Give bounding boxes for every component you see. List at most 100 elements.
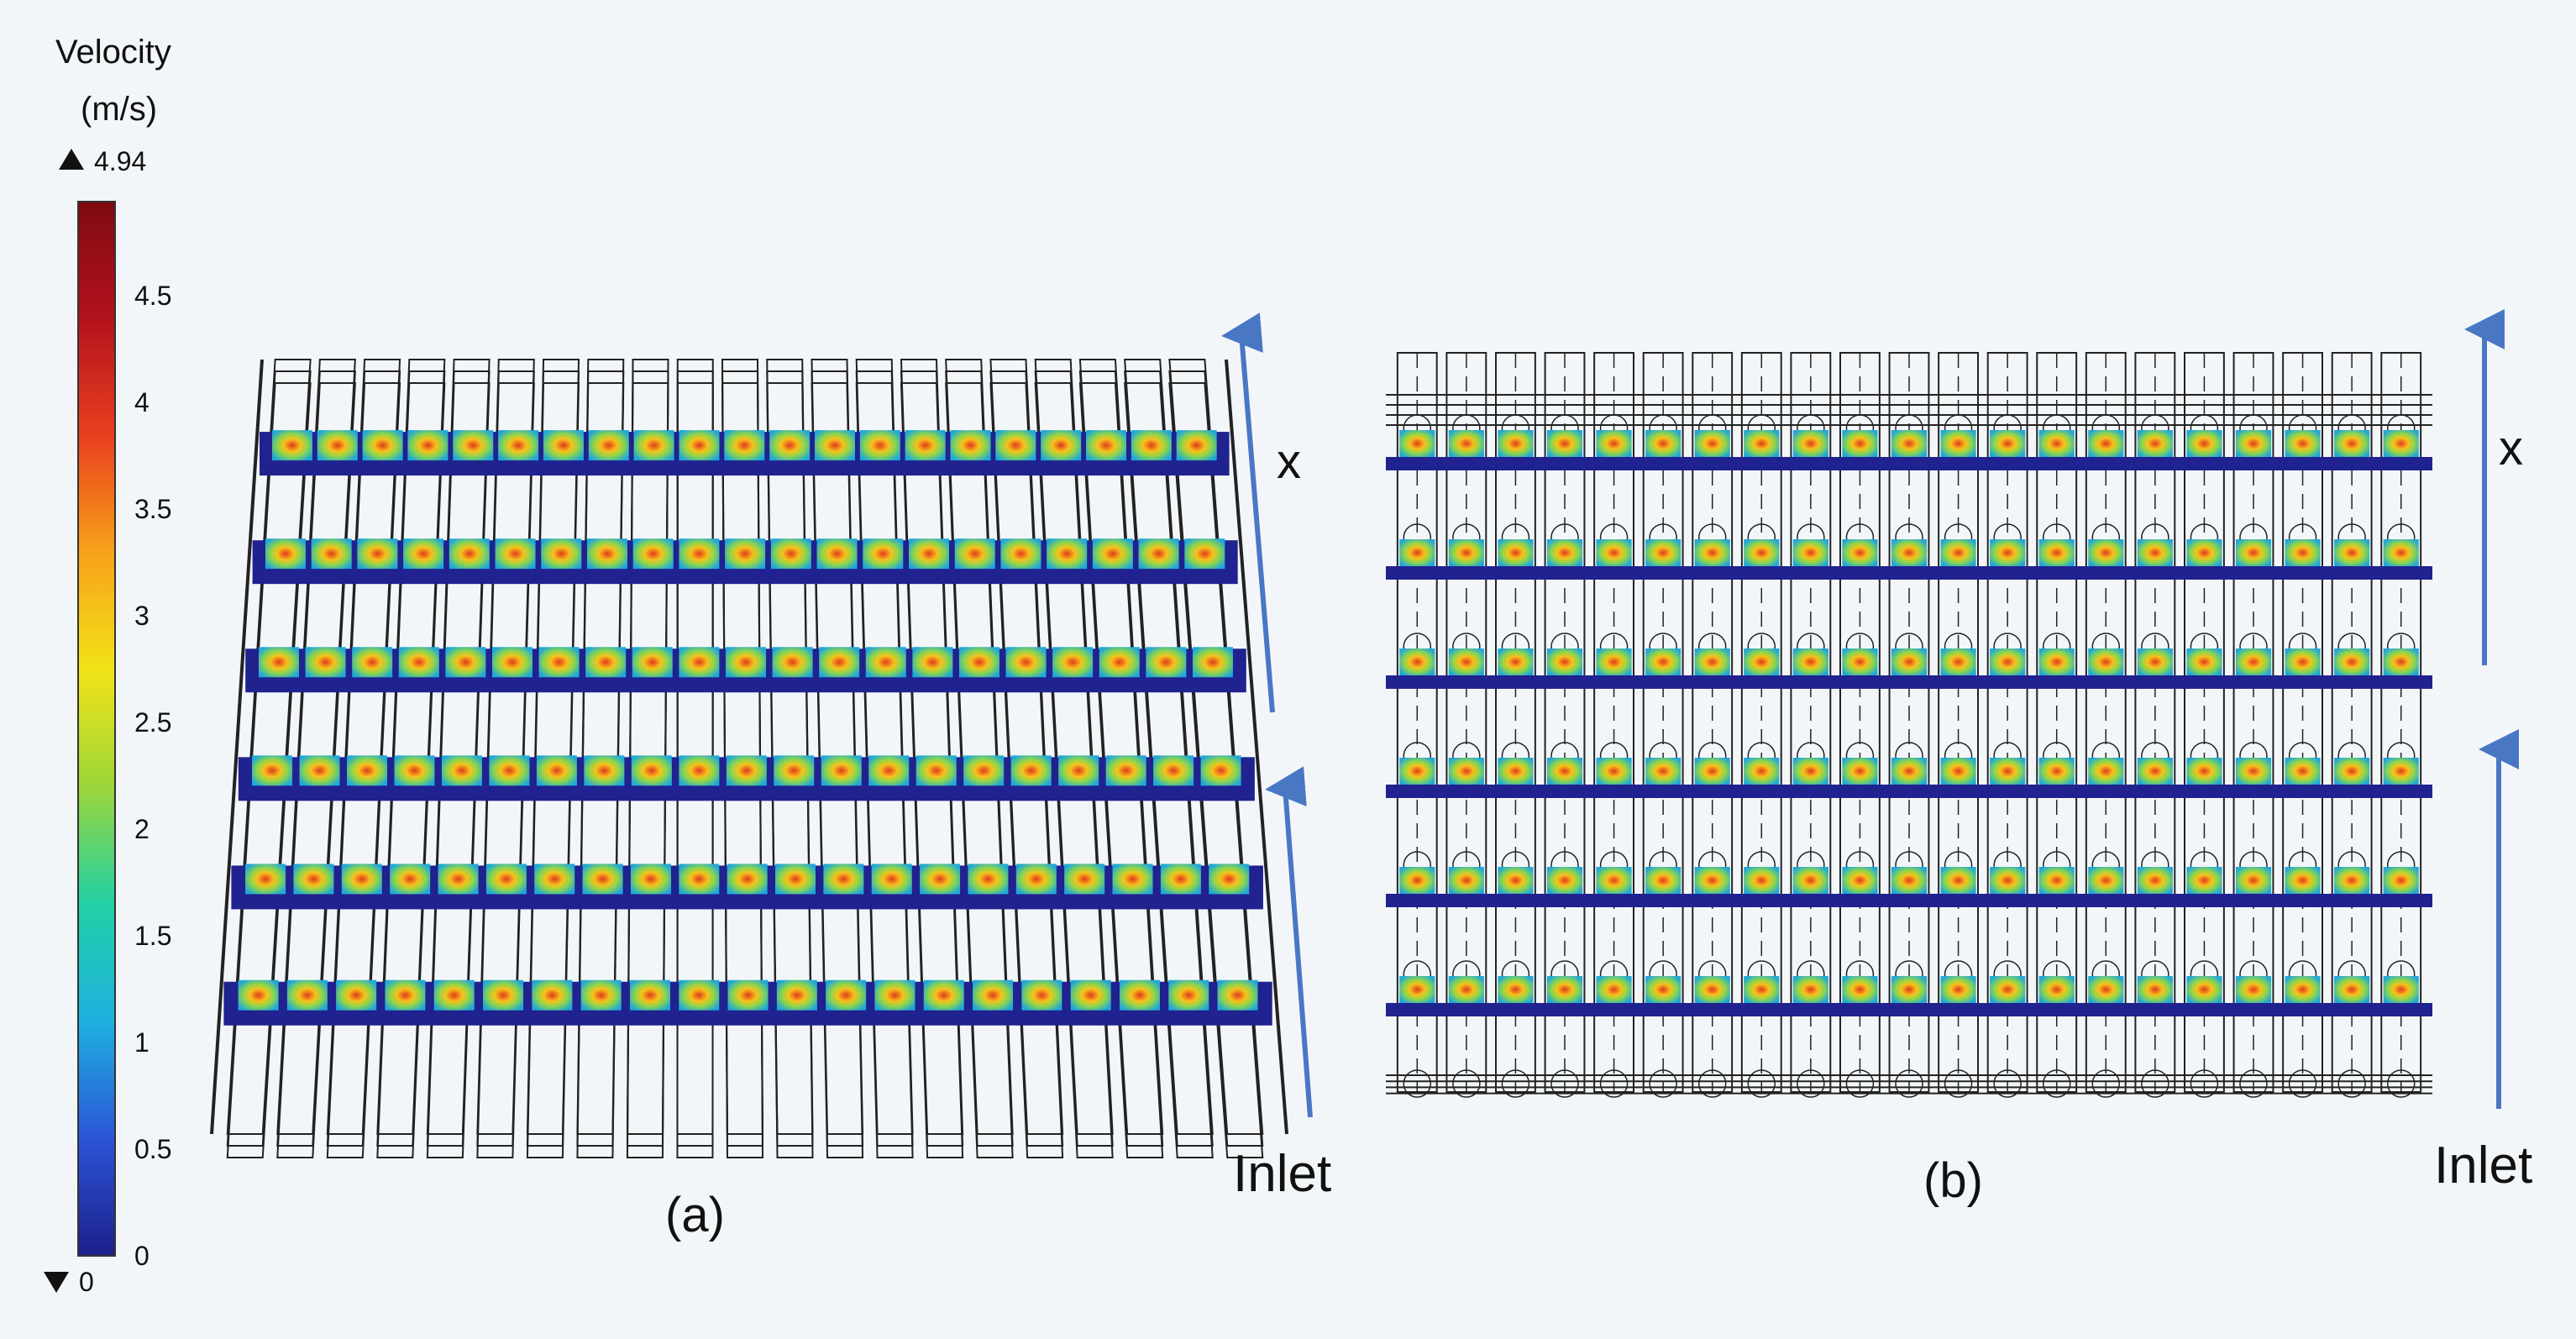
panel-b-velocity-cell: [2137, 648, 2173, 675]
panel-b-velocity-cell: [2186, 648, 2222, 675]
panel-b-velocity-cell: [1448, 976, 1484, 1003]
panel-a-velocity-cell: [1209, 864, 1250, 895]
panel-a-velocity-cell: [916, 755, 957, 786]
panel-a-velocity-cell: [293, 864, 334, 895]
panel-a-velocity-cell: [336, 979, 377, 1011]
panel-b-velocity-cell: [1744, 758, 1780, 785]
panel-b-connector: [1993, 1069, 2022, 1098]
panel-b-velocity-cell: [2137, 976, 2173, 1003]
panel-b-connector: [2091, 1069, 2121, 1098]
panel-b-velocity-cell: [2334, 648, 2370, 675]
panel-b-velocity-cell: [1990, 539, 2026, 566]
panel-a-velocity-cell: [629, 979, 670, 1011]
panel-a-velocity-cell: [445, 647, 486, 678]
panel-a-outline: [210, 359, 1288, 1135]
panel-b-velocity-cell: [1399, 976, 1435, 1003]
panel-a-velocity-cell: [863, 538, 904, 570]
panel-a-velocity-cell: [271, 430, 312, 461]
panel-a-velocity-cell: [585, 647, 627, 678]
panel-b-velocity-cell: [2038, 867, 2075, 894]
panel-a-velocity-cell: [769, 430, 811, 461]
panel-a-velocity-cell: [865, 647, 906, 678]
panel-b-inlet-label: Inlet: [2434, 1137, 2533, 1195]
panel-b-velocity-cell: [2038, 430, 2075, 457]
panel-b-velocity-cell: [1792, 758, 1828, 785]
panel-b-velocity-cell: [2235, 539, 2272, 566]
panel-a-velocity-cell: [725, 647, 766, 678]
panel-b-velocity-cell: [1399, 430, 1435, 457]
colorbar-tick-label: 4: [134, 386, 150, 417]
panel-b-velocity-cell: [2038, 976, 2075, 1003]
panel-b-velocity-cell: [1546, 758, 1583, 785]
panel-b-connector: [1403, 1069, 1432, 1098]
panel-a-velocity-cell: [483, 979, 524, 1011]
panel-a-velocity-cell: [1138, 538, 1179, 570]
panel-a-velocity-cell: [1005, 647, 1047, 678]
panel-a-velocity-cell: [258, 647, 299, 678]
panel-a-velocity-cell: [495, 538, 536, 570]
panel-a-velocity-cell: [245, 864, 286, 895]
panel-b-velocity-cell: [2137, 539, 2173, 566]
panel-b-velocity-cell: [1498, 430, 1534, 457]
panel-b-band: [1386, 894, 2432, 907]
panel-a-velocity-cell: [265, 538, 306, 570]
panel-a-velocity-cell: [1064, 864, 1105, 895]
panel-b-velocity-cell: [1596, 648, 1632, 675]
panel-b-velocity-cell: [1891, 648, 1928, 675]
panel-a-velocity-cell: [633, 430, 674, 461]
panel-a-flow-arrow-upper: [1221, 312, 1275, 713]
panel-b-velocity-cell: [1448, 758, 1484, 785]
panel-a-velocity-cell: [586, 538, 627, 570]
panel-b-connector: [1797, 1069, 1825, 1098]
min-triangle-icon: [44, 1272, 69, 1293]
panel-b-connector: [2141, 1069, 2169, 1098]
panel-a-velocity-cell: [826, 979, 867, 1011]
panel-a-velocity-cell: [489, 755, 530, 786]
colorbar-tick-label: 2: [134, 813, 150, 844]
panel-b-flow-channels: [1386, 352, 2432, 1098]
panel-b-velocity-cell: [1498, 539, 1534, 566]
panel-b-velocity-cell: [2088, 648, 2124, 675]
panel-a-velocity-cell: [498, 430, 539, 461]
panel-b-velocity-cell: [1940, 430, 1976, 457]
panel-b-velocity-cell: [1990, 867, 2026, 894]
panel-a-velocity-cell: [398, 647, 439, 678]
panel-a-velocity-cell: [1092, 538, 1133, 570]
panel-b-velocity-cell: [2088, 758, 2124, 785]
panel-b-velocity-cell: [1990, 648, 2026, 675]
panel-b-velocity-cell: [2383, 976, 2419, 1003]
panel-a-flow-direction-label: x: [1277, 434, 1301, 489]
panel-a-velocity-cell: [1021, 979, 1062, 1011]
panel-b-velocity-cell: [2285, 758, 2321, 785]
colorbar-title: Velocity: [55, 34, 171, 71]
panel-a-velocity-cell: [968, 864, 1009, 895]
panel-a-velocity-cell: [286, 979, 328, 1011]
panel-b-velocity-cell: [2334, 430, 2370, 457]
panel-b-velocity-cell: [1546, 430, 1583, 457]
panel-a-velocity-cell: [775, 864, 816, 895]
panel-a-velocity-cell: [725, 538, 766, 570]
panel-b-velocity-cell: [1498, 867, 1534, 894]
panel-a-velocity-cell: [821, 755, 862, 786]
panel-a-velocity-cell: [958, 647, 999, 678]
panel-a-velocity-cell: [920, 864, 961, 895]
panel-a-velocity-cell: [403, 538, 444, 570]
panel-b-velocity-cell: [1694, 867, 1730, 894]
panel-b-velocity-cell: [2334, 976, 2370, 1003]
panel-a-velocity-cell: [1105, 755, 1146, 786]
panel-b-velocity-cell: [1792, 976, 1828, 1003]
panel-b-connector: [2190, 1069, 2219, 1098]
panel-b-band: [1386, 785, 2432, 798]
panel-b-connector: [1649, 1069, 1677, 1098]
panel-b-velocity-cell: [2088, 430, 2124, 457]
panel-a-velocity-cell: [632, 538, 674, 570]
panel-b-velocity-cell: [2235, 758, 2272, 785]
colorbar-tick-label: 3.5: [134, 493, 172, 524]
panel-a-velocity-cell: [580, 979, 622, 1011]
colorbar-unit: (m/s): [81, 91, 158, 128]
panel-a-velocity-cell: [819, 647, 860, 678]
panel-b-velocity-cell: [2186, 430, 2222, 457]
panel-a-velocity-cell: [632, 647, 673, 678]
panel-b-velocity-cell: [1645, 867, 1681, 894]
